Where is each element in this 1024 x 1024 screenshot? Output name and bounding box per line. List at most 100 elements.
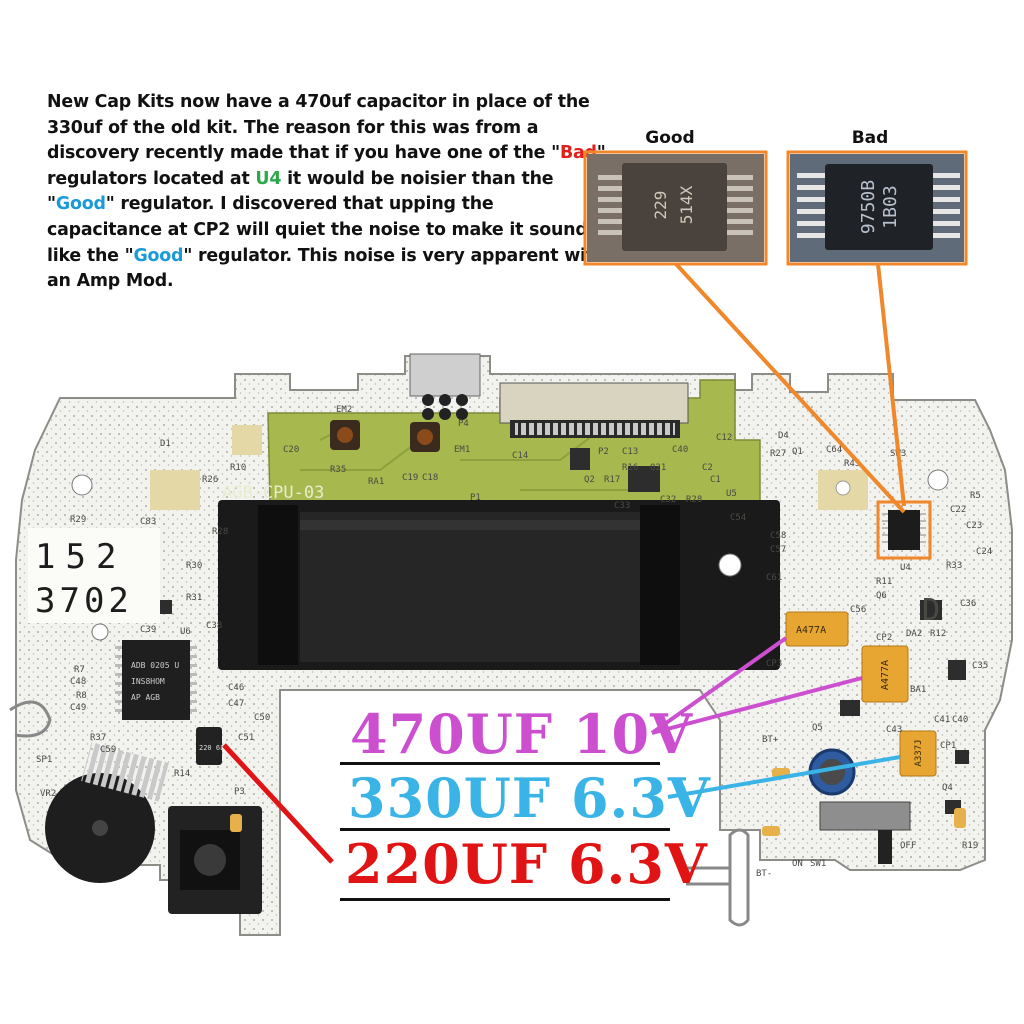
ref-c36: C36 xyxy=(960,599,976,609)
good-chip-text-1: 229 xyxy=(651,191,670,220)
good-label: Good xyxy=(645,128,695,148)
ref-da2: DA2 xyxy=(906,629,922,639)
bad-leader-line xyxy=(876,263,906,507)
ref-c18: C18 xyxy=(422,473,438,483)
bad-label: Bad xyxy=(851,128,889,148)
cap-cp1-marking: A337J xyxy=(914,739,924,766)
ref-r35: R35 xyxy=(330,465,346,475)
ref-r26: R26 xyxy=(202,475,218,485)
ref-q6: Q6 xyxy=(876,591,887,601)
intro-text-5: " regulator. This noise is very apparent… xyxy=(47,245,607,292)
ref-p1: P1 xyxy=(470,493,481,503)
ref-c83: C83 xyxy=(140,517,156,527)
callout-470uf: 470UF 10V xyxy=(350,702,693,766)
u6-chip-text-1: ADB 0205 U xyxy=(131,661,179,670)
bad-chip-text-1: 9750B xyxy=(858,180,879,234)
good-highlight-1: Good xyxy=(55,194,106,215)
ref-c39: C39 xyxy=(140,625,156,635)
ref-r17: R17 xyxy=(604,475,620,485)
ref-c24: C24 xyxy=(976,547,992,557)
ref-r19: R19 xyxy=(962,841,978,851)
ref-c2: C2 xyxy=(702,463,713,473)
bad-chip-text-2: 1B03 xyxy=(880,185,901,228)
ref-r30: R30 xyxy=(186,561,202,571)
ref-c46: C46 xyxy=(228,683,244,693)
ref-c20: C20 xyxy=(283,445,299,455)
ref-r29: R29 xyxy=(70,515,86,525)
handwritten-number-top: 152 xyxy=(35,537,126,577)
ref-sp1: SP1 xyxy=(36,755,52,765)
ref-u4: U4 xyxy=(900,563,911,573)
ref-u5: U5 xyxy=(726,489,737,499)
ref-cp3: CP3 xyxy=(766,659,782,669)
ref-c47: C47 xyxy=(228,699,244,709)
ref-c43: C43 xyxy=(886,725,902,735)
ref-off: OFF xyxy=(900,841,916,851)
ref-c48: C48 xyxy=(70,677,86,687)
ref-r28-top: R28 xyxy=(686,495,702,505)
ref-q1: Q1 xyxy=(792,447,803,457)
ref-bt-minus: BT- xyxy=(756,869,772,879)
ref-c49: C49 xyxy=(70,703,86,713)
ref-r11: R11 xyxy=(876,577,892,587)
cap-220-marking: 220 6L xyxy=(199,744,224,752)
cap-cp2-marking: A477A xyxy=(880,660,891,690)
ref-c61: C61 xyxy=(766,573,782,583)
ref-u6: U6 xyxy=(180,627,191,637)
ref-r12: R12 xyxy=(930,629,946,639)
ref-q21: Q21 xyxy=(650,463,666,473)
ref-q4: Q4 xyxy=(942,783,953,793)
pcb-board: 152 3702 AGB-CPU-03 ADB 0205 U INS8HOM A… xyxy=(9,353,1013,936)
ref-ba1: BA1 xyxy=(910,685,926,695)
board-silkscreen-title: AGB-CPU-03 xyxy=(222,483,324,503)
ref-c32: C32 xyxy=(660,495,676,505)
ref-r45: R45 xyxy=(844,459,860,469)
ref-em2: EM2 xyxy=(336,405,352,415)
ref-c35: C35 xyxy=(972,661,988,671)
ref-r10: R10 xyxy=(230,463,246,473)
callout-330-underline xyxy=(340,828,670,831)
ref-c58: C58 xyxy=(770,531,786,541)
u6-chip-text-2: INS8HOM xyxy=(131,677,165,686)
good-highlight-2: Good xyxy=(133,245,184,266)
ref-d4: D4 xyxy=(778,431,789,441)
cap-470-leader-a xyxy=(650,636,788,735)
ref-r31: R31 xyxy=(186,593,202,603)
ref-c33: C33 xyxy=(614,501,630,511)
ref-on: ON xyxy=(792,859,803,869)
ref-c56: C56 xyxy=(850,605,866,615)
ref-c54: C54 xyxy=(730,513,746,523)
ref-c19: C19 xyxy=(402,473,418,483)
ref-c22: C22 xyxy=(950,505,966,515)
ref-p4: P4 xyxy=(458,419,469,429)
cap-470-leader-b xyxy=(651,676,863,735)
callout-470-underline xyxy=(340,762,660,765)
ref-r28: R28 xyxy=(212,527,228,537)
callout-330uf: 330UF 6.3V xyxy=(348,766,711,830)
leader-lines xyxy=(222,262,906,864)
ref-ra1: RA1 xyxy=(368,477,384,487)
ref-q5: Q5 xyxy=(812,723,823,733)
ref-q2: Q2 xyxy=(584,475,595,485)
ref-c59: C59 xyxy=(100,745,116,755)
ref-d1: D1 xyxy=(160,439,171,449)
ref-c64: C64 xyxy=(826,445,842,455)
intro-text-1: New Cap Kits now have a 470uf capacitor … xyxy=(47,92,590,164)
intro-text-3: it would be noisier than the " xyxy=(47,168,554,215)
cap-330-leader xyxy=(667,755,901,799)
ref-c1: C1 xyxy=(710,475,721,485)
ref-r14: R14 xyxy=(174,769,190,779)
ref-c38: C38 xyxy=(206,621,222,631)
good-chip-text-2: 514X xyxy=(677,185,696,224)
ref-r7: R7 xyxy=(74,665,85,675)
ref-cp2: CP2 xyxy=(876,633,892,643)
ref-bt-plus: BT+ xyxy=(762,735,779,745)
ref-c12: C12 xyxy=(716,433,732,443)
ref-r27: R27 xyxy=(770,449,786,459)
bad-regulator-photo: 9750B 1B03 xyxy=(786,150,968,266)
u4-highlight: U4 xyxy=(255,168,282,189)
ref-r33: R33 xyxy=(946,561,962,571)
handwritten-number-bottom: 3702 xyxy=(35,581,133,621)
ref-d-big: D xyxy=(922,593,940,628)
